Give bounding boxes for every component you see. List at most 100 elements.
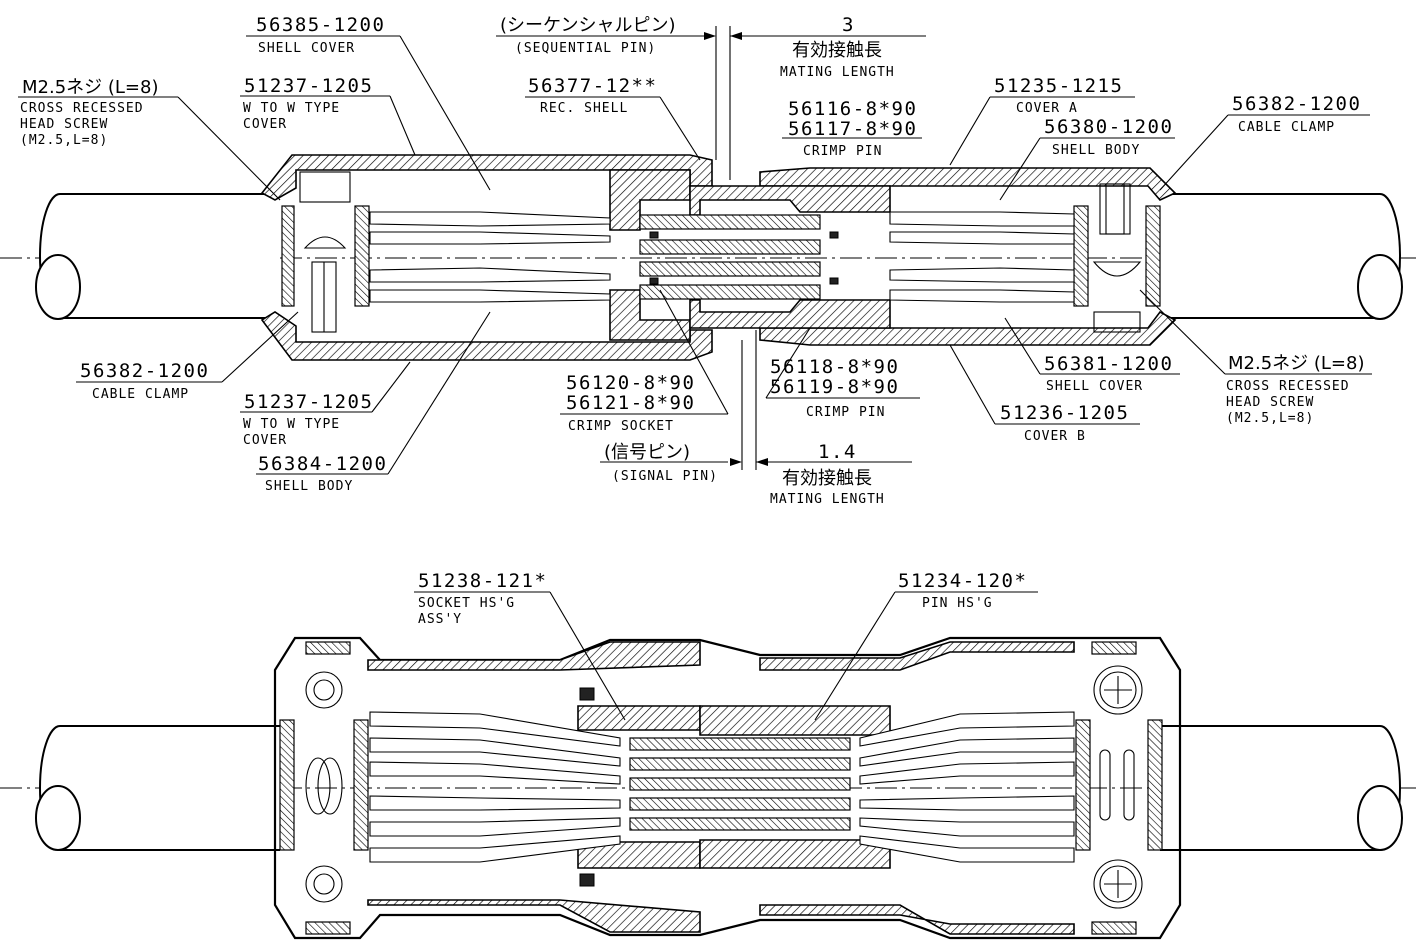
label-shell-body-left-part: 56384-1200 (258, 453, 387, 475)
top-contacts (639, 214, 839, 300)
bottom-wires (369, 711, 1075, 863)
bottom-left-grommet (305, 757, 343, 815)
label-signal-pin: (SIGNAL PIN) (612, 469, 718, 484)
label-wtow-cover-bottom-part: 51237-1205 (244, 391, 373, 413)
top-dimension-arrows (704, 32, 768, 466)
label-shell-cover-right-part: 56381-1200 (1044, 353, 1173, 375)
label-sequential-pin-jp: (シーケンシャルピン) (500, 15, 676, 36)
top-right-inner-seal (1073, 205, 1089, 307)
bottom-right-sleeve-lower (759, 904, 1075, 935)
bottom-screw-br (1093, 859, 1143, 909)
top-wires (369, 211, 1075, 303)
label-socket-housing-desc2: ASS'Y (418, 612, 462, 627)
label-crimp-pin-top-desc: CRIMP PIN (803, 144, 882, 159)
label-socket-housing-desc1: SOCKET HS'G (418, 596, 515, 611)
top-pin-housing-upper (689, 185, 891, 216)
label-mating-length-top-value: 3 (842, 14, 855, 36)
label-mating-length-top-jp: 有効接触長 (792, 40, 882, 61)
bottom-left-cable (35, 725, 280, 851)
bottom-left-seal (279, 719, 295, 851)
label-shell-cover-right-desc: SHELL COVER (1046, 379, 1143, 394)
label-wtow-cover-top-desc1: W TO W TYPE (243, 101, 340, 116)
top-left-seal (281, 205, 295, 307)
bottom-screw-tr (1093, 665, 1143, 715)
top-pin-housing-lower (689, 299, 891, 329)
label-mating-length-bottom-value: 1.4 (818, 441, 857, 463)
label-cable-clamp-left-desc: CABLE CLAMP (92, 387, 189, 402)
label-cable-clamp-right-part: 56382-1200 (1232, 93, 1361, 115)
label-mating-length-bottom-jp: 有効接触長 (782, 468, 872, 489)
bottom-pin-housing-lower (699, 839, 891, 869)
label-rec-shell-desc: REC. SHELL (540, 101, 628, 116)
label-cover-a-part: 51235-1215 (994, 75, 1123, 97)
label-screw-left-desc2: HEAD SCREW (20, 117, 108, 132)
bottom-section-view: 51238-121* SOCKET HS'G ASS'Y 51234-120* … (0, 570, 1416, 940)
top-leaders (18, 26, 1372, 475)
label-sequential-pin: (SEQUENTIAL PIN) (515, 41, 656, 56)
bottom-socket-housing (577, 705, 701, 731)
label-screw-right-desc2: HEAD SCREW (1226, 395, 1314, 410)
label-cover-b-desc: COVER B (1024, 429, 1086, 444)
label-shell-body-right-part: 56380-1200 (1044, 116, 1173, 138)
label-socket-housing-part: 51238-121* (418, 570, 547, 592)
bottom-leaders (414, 591, 1038, 721)
label-screw-right-part: M2.5ネジ (L=8) (1228, 353, 1365, 374)
label-crimp-pin-top-part1: 56116-8*90 (788, 98, 917, 120)
label-crimp-pin-bottom-part1: 56118-8*90 (770, 356, 899, 378)
top-left-screw (299, 171, 351, 333)
top-right-seal (1145, 205, 1161, 307)
label-shell-cover-top-desc: SHELL COVER (258, 41, 355, 56)
top-section-view: 56385-1200 SHELL COVER (シーケンシャルピン) (SEQU… (0, 14, 1416, 507)
bottom-right-inner-seal (1075, 719, 1091, 851)
label-cable-clamp-left-part: 56382-1200 (80, 360, 209, 382)
label-wtow-cover-bottom-desc1: W TO W TYPE (243, 417, 340, 432)
top-rec-shell (609, 169, 691, 231)
bottom-right-ribs (1099, 749, 1135, 821)
label-crimp-socket-part2: 56121-8*90 (566, 392, 695, 414)
label-cover-a-desc: COVER A (1016, 101, 1078, 116)
bottom-screw-bl (305, 865, 343, 903)
label-crimp-pin-bottom-desc: CRIMP PIN (806, 405, 885, 420)
bottom-pad-bl (305, 921, 351, 935)
bottom-pin-housing (699, 705, 891, 736)
label-shell-cover-top-part: 56385-1200 (256, 14, 385, 36)
bottom-right-seal (1147, 719, 1163, 851)
label-cover-b-part: 51236-1205 (1000, 402, 1129, 424)
label-wtow-cover-top-desc2: COVER (243, 117, 287, 132)
label-shell-body-left-desc: SHELL BODY (265, 479, 353, 494)
label-pin-housing-desc: PIN HS'G (922, 596, 993, 611)
label-screw-left-desc1: CROSS RECESSED (20, 101, 144, 116)
label-wtow-cover-top-part: 51237-1205 (244, 75, 373, 97)
label-crimp-socket-part1: 56120-8*90 (566, 372, 695, 394)
bottom-left-sleeve-upper (367, 641, 701, 671)
label-shell-body-right-desc: SHELL BODY (1052, 143, 1140, 158)
label-mating-length-top-en: MATING LENGTH (780, 65, 895, 80)
bottom-pad-tr (1091, 641, 1137, 655)
label-screw-left-desc3: (M2.5,L=8) (20, 133, 108, 148)
label-screw-right-desc1: CROSS RECESSED (1226, 379, 1350, 394)
label-signal-pin-jp: (信号ピン) (604, 442, 690, 463)
bottom-left-inner-seal (353, 719, 369, 851)
bottom-screw-tl (305, 671, 343, 709)
bottom-left-sleeve-lower (367, 899, 701, 933)
bottom-contacts (579, 687, 851, 887)
label-cable-clamp-right-desc: CABLE CLAMP (1238, 120, 1335, 135)
bottom-pad-tl (305, 641, 351, 655)
label-screw-left-part: M2.5ネジ (L=8) (22, 77, 159, 98)
bottom-pad-br (1091, 921, 1137, 935)
bottom-right-cable (1160, 725, 1403, 851)
label-screw-right-desc3: (M2.5,L=8) (1226, 411, 1314, 426)
label-crimp-socket-desc: CRIMP SOCKET (568, 419, 674, 434)
top-left-cable (35, 193, 275, 320)
top-left-inner-seal (354, 205, 370, 307)
top-right-cable (1160, 193, 1403, 320)
label-rec-shell-part: 56377-12** (528, 75, 657, 97)
label-mating-length-bottom-en: MATING LENGTH (770, 492, 885, 507)
label-pin-housing-part: 51234-120* (898, 570, 1027, 592)
label-wtow-cover-bottom-desc2: COVER (243, 433, 287, 448)
label-crimp-pin-bottom-part2: 56119-8*90 (770, 376, 899, 398)
label-crimp-pin-top-part2: 56117-8*90 (788, 118, 917, 140)
bottom-right-sleeve-upper (759, 641, 1075, 671)
top-right-screw (1092, 183, 1142, 333)
